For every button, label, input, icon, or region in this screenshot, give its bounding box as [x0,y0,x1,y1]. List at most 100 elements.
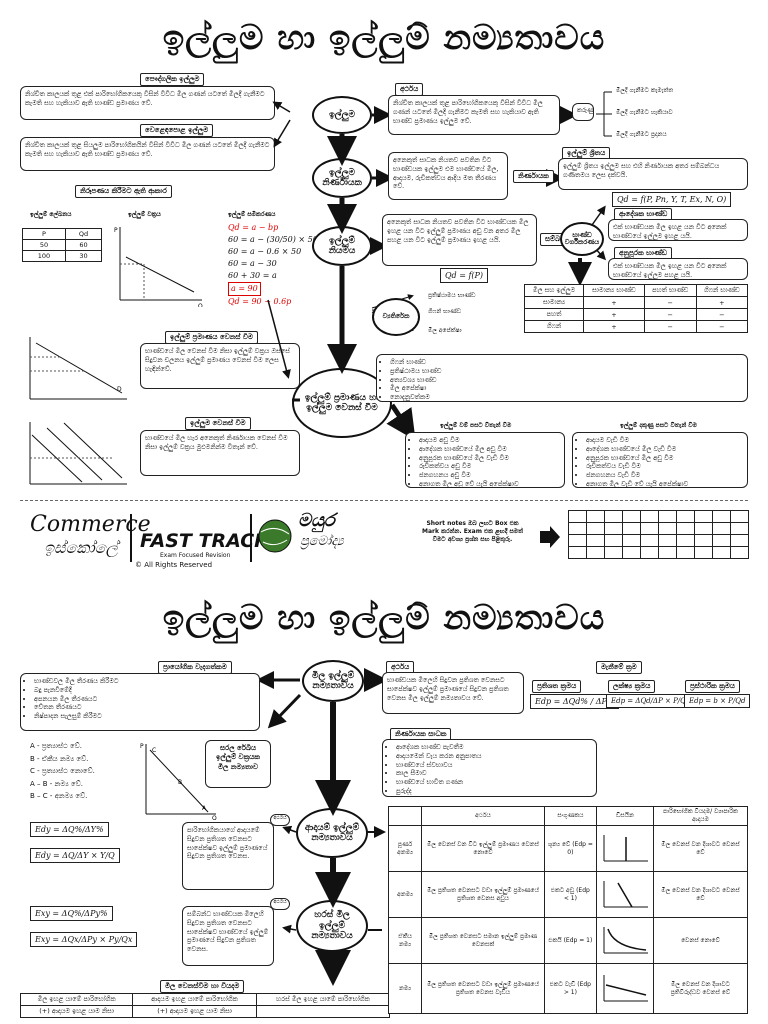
mayura-logo: මයුර [298,510,335,531]
list-item: ජනගහනය වැඩි වීම [586,471,743,480]
purchase-item: මිලදී ගැනීමට කැමැත්ත [616,87,674,94]
percentage-formula: Edp = ΔQd% / ΔP% [530,694,620,709]
list-item: C - ප්‍රත්‍යාස්ථ නොවේ. [30,767,95,776]
table-row: පූර්ණ අනම්‍ය මිල වෙනස් වන විට ඉල්ලුම් ප්… [387,825,749,872]
list-item: වේතන තීරණයට [34,703,255,712]
income-formula: Edy = ΔQ%/ΔY% [30,822,109,837]
fast-track-logo: FAST TRACK [140,530,269,552]
right-shift-box: ආදායම වැඩි වීම ආදේශක භාණ්ඩයේ මිල වැඩි වී… [572,432,748,488]
list-item: B - ඒකීය නම්‍ය වේ. [30,754,89,763]
function-text: ඉල්ලුම් ශ්‍රිතය ඉල්ලුම සහ එහි නිර්ණායක අ… [558,158,748,190]
table-cell: (+) ආදායම ඉහළ යාම නිසා [19,1005,134,1018]
table-row: සාමාන්‍ය+−+ [523,296,749,309]
arrow-right-icon [540,526,560,548]
table-cell: ශුන්‍ය වේ (Edp = 0) [543,825,597,872]
mini-chart-cell [595,917,654,964]
table-cell: මිල ප්‍රතිශත වෙනසට වඩා ඉල්ලුම් ප්‍රමාණයේ… [421,871,545,918]
svg-text:C: C [152,747,156,754]
purchase-bracket [596,91,612,137]
market-demand-label: වෙළෙඳපොළ ඉල්ලුම [140,124,214,137]
linear-demand-chart: CBA PQ [140,743,217,820]
equation-line: Qd = a − bp [228,223,279,232]
unitary-elastic-chart [603,926,648,953]
linear-points: A - ප්‍රත්‍යාස්ථ වේ. B - ඒකීය නම්‍ය වේ. … [30,740,95,803]
svg-text:D: D [117,386,122,393]
goods-cloud: භාණ්ඩ වර්ගීකරණය [560,222,604,256]
mini-chart-cell [595,963,654,1014]
list-item: ආදේශක භාණ්ඩයේ මිල වැඩි වීම [586,445,743,454]
list-item: භාණ්ඩවල මිල තීරණය කිරීමට [34,677,255,686]
definition-label-small: අර්ථය [270,898,290,910]
page-title-2: ඉල්ලුම හා ඉල්ලුම් නම්‍යතාවය [162,598,606,638]
svg-text:P: P [114,227,118,234]
table-cell: 30 [65,250,102,262]
equation-line: 60 + 30 = a [228,271,277,280]
svg-text:Q: Q [198,303,203,307]
law-text: අනෙකුත් සාධක නියතව පවතින විට භාණ්ඩයක මිල… [382,214,537,266]
purchase-item: මිලදී ගැනීමට හැකියාව [616,109,673,116]
svg-text:B: B [178,779,182,786]
individual-demand-text: නිශ්චිත කාලයක් තුළ එක් පාරිභෝගිකයෙකු විස… [20,86,275,120]
substitute-text: එක් භාණ්ඩයක මිල ඉහළ යන විට අනෙක් භාණ්ඩයේ… [608,219,748,241]
price-elasticity-cloud: මිල ඉල්ලුම් නම්‍යතාවය [302,660,364,702]
table-cell: − [643,296,697,309]
table-header: පහත් භාණ්ඩ [643,284,697,297]
table-cell: ඒකීය නම්‍ය [387,917,423,964]
table-cell: − [643,308,697,321]
list-item: ජනගහනය අඩු වීම [419,471,560,480]
table-cell: මිල වෙනස් වන දිශාවට ප්‍රතිවිරුද්ධව වෙනස්… [652,963,749,1014]
list-item: අනාගත මිල වැඩි වේ යැයි අපේක්ෂාව [586,480,743,487]
list-item: අනුපූරක භාණ්ඩයේ මිල අඩු වීම [586,454,743,463]
equation-line: 60 = a − (30/50) × 50 [228,235,318,244]
table-cell: එකට වැඩි (Edp > 1) [543,963,597,1014]
table-header: ආදායම ඉහළ යාමේ පාරිභෝගික [132,993,257,1006]
table-row: නම්‍ය මිල ප්‍රතිශත වෙනසට වඩා ඉල්ලුම් ප්‍… [387,963,749,1014]
function-formula: Qd = f(P, Pn, Y, T, Ex, N, O) [612,192,732,207]
table-cell: − [695,320,749,333]
list-item: අනාගත මිල අඩු වේ යැයි අපේක්ෂාව [419,480,560,487]
note-item: නොදැනුවත්කම [390,393,743,401]
law-formula: Qd = f(P) [440,268,489,283]
flow-arrows-2 [256,668,388,986]
table-header [387,806,423,826]
exception-item: මිල අපේක්ෂා [428,327,462,334]
curve-label: ඉල්ලුම් වක්‍රය [128,211,161,218]
table-cell: + [583,296,645,309]
quantity-change-chart: D [29,337,127,400]
table-cell: මිල වෙනස් වන විට ඉල්ලුම් ප්‍රමාණය වෙනස් … [421,825,545,872]
table-cell: පූර්ණ අනම්‍ය [387,825,423,872]
exception-item: ප්‍රතිෂ්ඨාමය භාණ්ඩ [428,292,476,299]
table-cell: එකයි (Edp = 1) [543,917,597,964]
table-header: ඩිසයින [595,806,654,826]
list-item: පුරුද්ද [396,787,592,796]
table-cell: අනම්‍ය [387,871,423,918]
demand-cloud: ඉල්ලුම [312,96,372,134]
note-item: මිල අපේක්ෂා [390,384,743,393]
perfectly-inelastic-chart [603,834,648,861]
divider [20,500,748,501]
notes-box: ගිෆන් භාණ්ඩ ප්‍රතිෂ්ඨාමය භාණ්ඩ අත්‍යවශ්‍… [376,354,748,402]
table-row: පහත්+−− [523,308,749,321]
cross-formula: Exy = ΔQ%/ΔPy% [30,906,113,921]
list-item: A - ප්‍රත්‍යාස්ථ වේ. [30,742,82,750]
table-cell: + [583,320,645,333]
demand-shift-text: භාණ්ඩයේ මිල හැර අනෙකුත් නිර්ණායක වෙනස් ව… [140,430,300,476]
quantity-change-text: භාණ්ඩයේ මිල වෙනස් වීම නිසා ඉල්ලුම් වක්‍ර… [140,343,300,389]
change-cloud: ඉල්ලුම් ප්‍රමාණය හා ඉල්ලුම වෙනස් වීම [292,368,392,438]
table-cell: ගිෆන් [523,320,585,333]
rights-text: © All Rights Reserved [135,561,213,569]
individual-demand-label: පෞද්ගලික ඉල්ලුම [140,73,205,86]
mini-chart-cell [595,871,654,918]
demand-curve-chart: PQ [114,227,203,307]
income-elasticity-definition: පාරිභෝගිකයාගේ ආදායමේ සිදුවන ප්‍රතිශත වෙන… [182,822,274,890]
price-elasticity-definition: භාණ්ඩයක මිලෙහි සිදුවන ප්‍රතිශත වෙනසට සාප… [382,672,524,714]
equation-line: 60 = a − 30 [228,259,277,268]
globe-icon [258,519,292,553]
equation-line: a = 90 [228,282,261,296]
list-item: නිෂ්පාදන සැලසුම් කිරීමට [34,712,255,721]
inelastic-chart [603,880,648,907]
schedule-label: ඉල්ලුම් ලේඛනය [30,211,72,218]
list-item: රුචිකත්වය වැඩි වීම [586,462,743,471]
list-item: A – B - නම්‍ය වේ. [30,779,83,788]
